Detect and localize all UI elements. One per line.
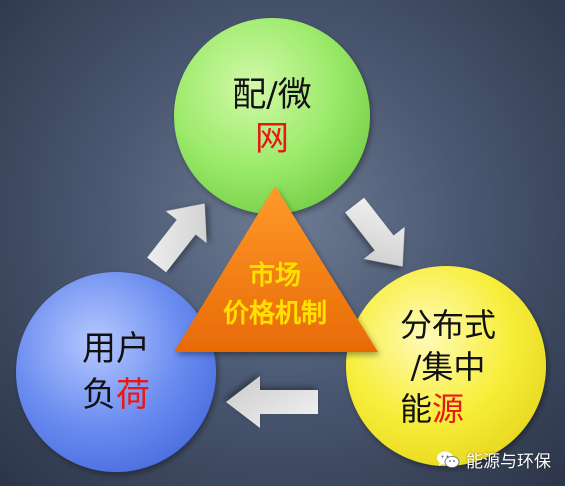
source-node-label-line3: 能源 <box>400 390 464 428</box>
source-node-label-line1: 分布式 <box>400 306 496 344</box>
load-node-label-line2: 负荷 <box>82 375 150 415</box>
grid-node-label-line1: 配/微 <box>232 75 311 115</box>
source-node-label-plain: 能 <box>400 390 432 428</box>
load-node-label-line1: 用户 <box>82 329 150 369</box>
wechat-icon <box>437 451 460 468</box>
source-node-label-accent: 源 <box>432 390 464 428</box>
watermark: 能源与环保 <box>436 447 551 472</box>
source-node-circle <box>346 266 546 466</box>
center-label-line2: 价格机制 <box>223 298 327 329</box>
arrow-load-to-grid <box>147 203 207 273</box>
load-node-label-accent: 荷 <box>116 375 150 415</box>
load-node-circle <box>16 272 216 472</box>
center-label-line1: 市场 <box>249 260 301 291</box>
grid-node-circle <box>174 18 370 214</box>
arrow-source-to-load <box>226 376 318 428</box>
watermark-text: 能源与环保 <box>466 452 551 472</box>
load-node-label-plain: 负 <box>82 375 116 415</box>
grid-node-label-line2: 网 <box>255 119 289 159</box>
source-node-label-line2: /集中 <box>411 348 486 386</box>
arrow-grid-to-source <box>345 197 405 267</box>
center-triangle <box>174 186 378 352</box>
